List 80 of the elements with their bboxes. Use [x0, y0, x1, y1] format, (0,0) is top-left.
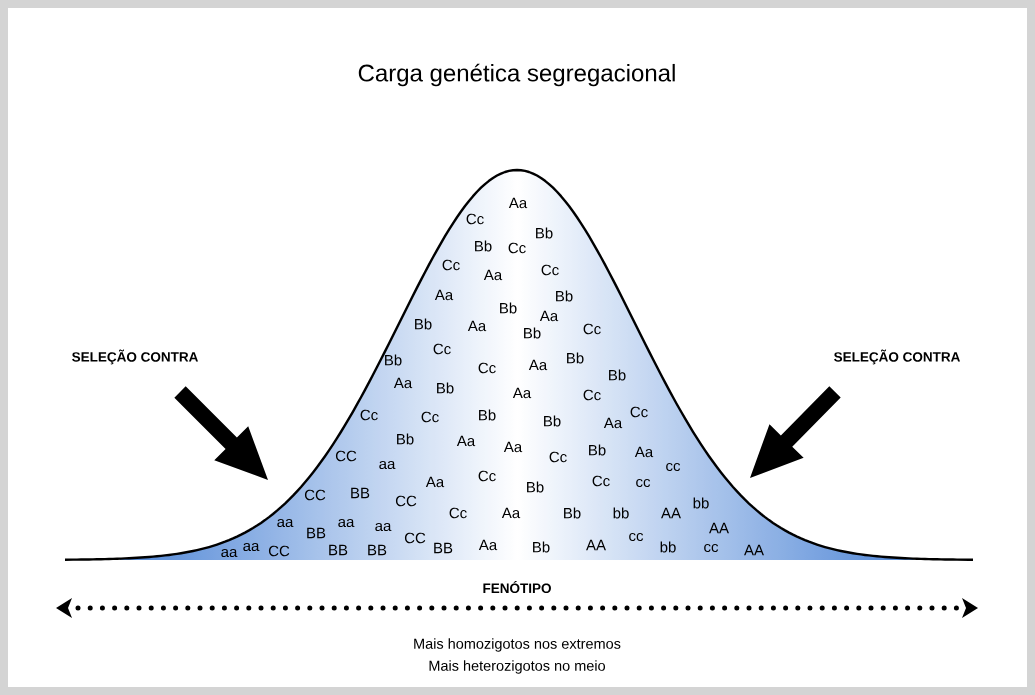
- genotype-label: Cc: [478, 362, 496, 374]
- genotype-label: Aa: [425, 476, 445, 488]
- genotype-label: Aa: [503, 441, 523, 453]
- genotype-label: Aa: [478, 539, 498, 551]
- note-text: Mais heterozigotos no meio: [429, 660, 606, 674]
- genotype-label: Bb: [479, 409, 496, 421]
- genotype-label: bb: [693, 497, 709, 509]
- genotype-label: Bb: [524, 327, 541, 339]
- genotype-label: aa: [375, 522, 392, 532]
- genotype-label: Aa: [483, 269, 503, 281]
- genotype-label: Cc: [478, 470, 496, 482]
- genotype-label: aa: [338, 518, 355, 528]
- genotype-label: Cc: [360, 409, 378, 421]
- genotype-label: Bb: [544, 415, 561, 427]
- genotype-label: Cc: [592, 475, 610, 487]
- genotype-label: CC: [335, 450, 357, 462]
- genotype-label: Aa: [634, 446, 654, 458]
- genotype-label: Bb: [397, 433, 414, 445]
- genotype-label: Aa: [539, 310, 559, 322]
- genotype-label: cc: [704, 543, 719, 553]
- genotype-label: Bb: [527, 481, 544, 493]
- genotype-label: Cc: [466, 213, 484, 225]
- genotype-label: Aa: [528, 359, 548, 371]
- genotype-label: Bb: [589, 444, 606, 456]
- genotype-label: cc: [629, 532, 644, 542]
- genotype-label: Aa: [456, 435, 476, 447]
- genotype-label: aa: [243, 542, 260, 552]
- genotype-label: Bb: [533, 541, 550, 553]
- genotype-label: Bb: [385, 354, 402, 366]
- genotype-label: Bb: [556, 290, 573, 302]
- axis-label: FENÓTIPO: [483, 580, 551, 594]
- genotype-label: CC: [404, 532, 426, 544]
- genotype-label: Aa: [501, 507, 521, 519]
- genotype-label: Bb: [609, 369, 626, 381]
- genotype-label: Cc: [583, 389, 601, 401]
- genotype-label: aa: [277, 518, 294, 528]
- genotype-label: CC: [395, 495, 417, 507]
- genotype-label: aa: [379, 460, 396, 470]
- genotype-label: Cc: [421, 411, 439, 423]
- genotype-label: Aa: [603, 417, 623, 429]
- selection-label: SELEÇÃO CONTRA: [72, 349, 198, 365]
- genotype-label: Cc: [508, 242, 526, 254]
- genotype-label: Bb: [475, 240, 492, 252]
- genotype-label: BB: [329, 544, 348, 556]
- genotype-label: Bb: [500, 302, 517, 314]
- genotype-label: cc: [636, 478, 651, 488]
- genotype-label: BB: [434, 542, 453, 554]
- genotype-label: Bb: [437, 382, 454, 394]
- genotype-label: AA: [744, 544, 764, 556]
- genotype-label: Bb: [567, 352, 584, 364]
- genotype-label: AA: [586, 539, 606, 551]
- selection-label: SELEÇÃO CONTRA: [834, 349, 960, 365]
- genotype-label: bb: [660, 541, 676, 553]
- genotype-label: Aa: [434, 289, 454, 301]
- genotype-label: Cc: [442, 259, 460, 271]
- genotype-label: Cc: [549, 451, 567, 463]
- genotype-label: bb: [613, 507, 629, 519]
- note-text: Mais homozigotos nos extremos: [414, 638, 621, 652]
- genotype-label: BB: [368, 544, 387, 556]
- genotype-label: AA: [661, 507, 681, 519]
- genotype-label: CC: [304, 489, 326, 501]
- genotype-label: Aa: [467, 320, 487, 332]
- genotype-label: cc: [666, 462, 681, 472]
- genotype-label: Aa: [393, 377, 413, 389]
- genotype-label: Bb: [415, 318, 432, 330]
- genotype-label: Bb: [564, 507, 581, 519]
- genotype-label: Aa: [512, 387, 532, 399]
- genotype-label: Cc: [583, 323, 601, 335]
- genotype-label: Cc: [541, 264, 559, 276]
- genotype-label: Cc: [449, 507, 467, 519]
- genotype-label: BB: [307, 527, 326, 539]
- genotype-label: CC: [268, 545, 290, 557]
- genotype-label: aa: [221, 548, 238, 558]
- genotype-label: Cc: [433, 343, 451, 355]
- genotype-label: Aa: [508, 197, 528, 209]
- title: Carga genética segregacional: [358, 63, 675, 87]
- genotype-label: AA: [709, 522, 729, 534]
- genotype-label: BB: [351, 487, 370, 499]
- genotype-label: Cc: [630, 406, 648, 418]
- genotype-label: Bb: [536, 227, 553, 239]
